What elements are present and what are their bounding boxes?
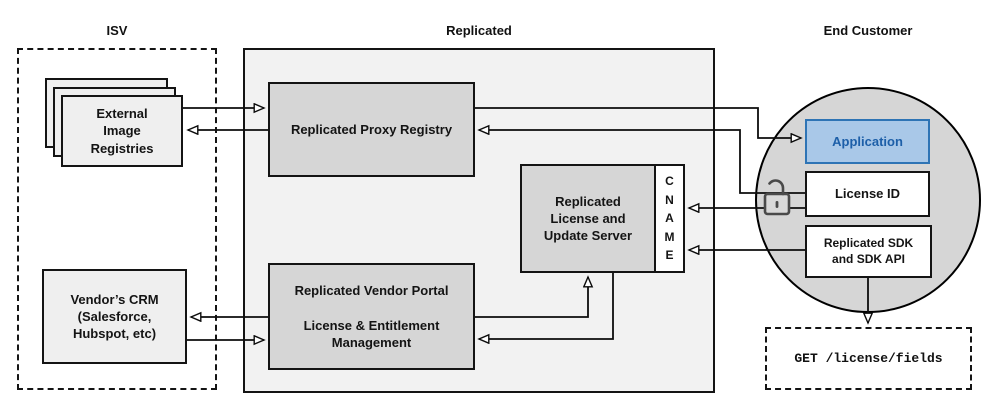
cname-label: CNAME [664, 174, 675, 263]
replicated-section-title: Replicated [446, 23, 512, 38]
vendor-portal-label: Replicated Vendor Portal License & Entit… [294, 283, 449, 350]
license-update-server-node: Replicated License and Update Server [520, 164, 656, 273]
license-id-label: License ID [834, 186, 901, 202]
external-image-registries-label: External Image Registries [90, 106, 154, 156]
unlocked-padlock-icon [763, 179, 791, 216]
isv-section-box [17, 48, 217, 390]
end-customer-section-title: End Customer [823, 23, 913, 38]
vendor-portal-node: Replicated Vendor Portal License & Entit… [268, 263, 475, 370]
replicated-sdk-label: Replicated SDK and SDK API [823, 235, 914, 266]
vendor-crm-node: Vendor’s CRM (Salesforce, Hubspot, etc) [42, 269, 187, 364]
get-license-fields-box: GET /license/fields [765, 327, 972, 390]
application-label: Application [832, 133, 903, 149]
cname-node: CNAME [654, 164, 685, 273]
proxy-registry-node: Replicated Proxy Registry [268, 82, 475, 177]
isv-section-title: ISV [106, 23, 128, 38]
application-node: Application [805, 119, 930, 164]
license-id-node: License ID [805, 171, 930, 217]
license-update-server-label: Replicated License and Update Server [543, 193, 633, 244]
external-image-registries-node: External Image Registries [61, 95, 183, 167]
get-license-fields-label: GET /license/fields [794, 351, 943, 366]
proxy-registry-label: Replicated Proxy Registry [290, 121, 453, 137]
vendor-crm-label: Vendor’s CRM (Salesforce, Hubspot, etc) [70, 291, 159, 342]
replicated-sdk-node: Replicated SDK and SDK API [805, 225, 932, 278]
